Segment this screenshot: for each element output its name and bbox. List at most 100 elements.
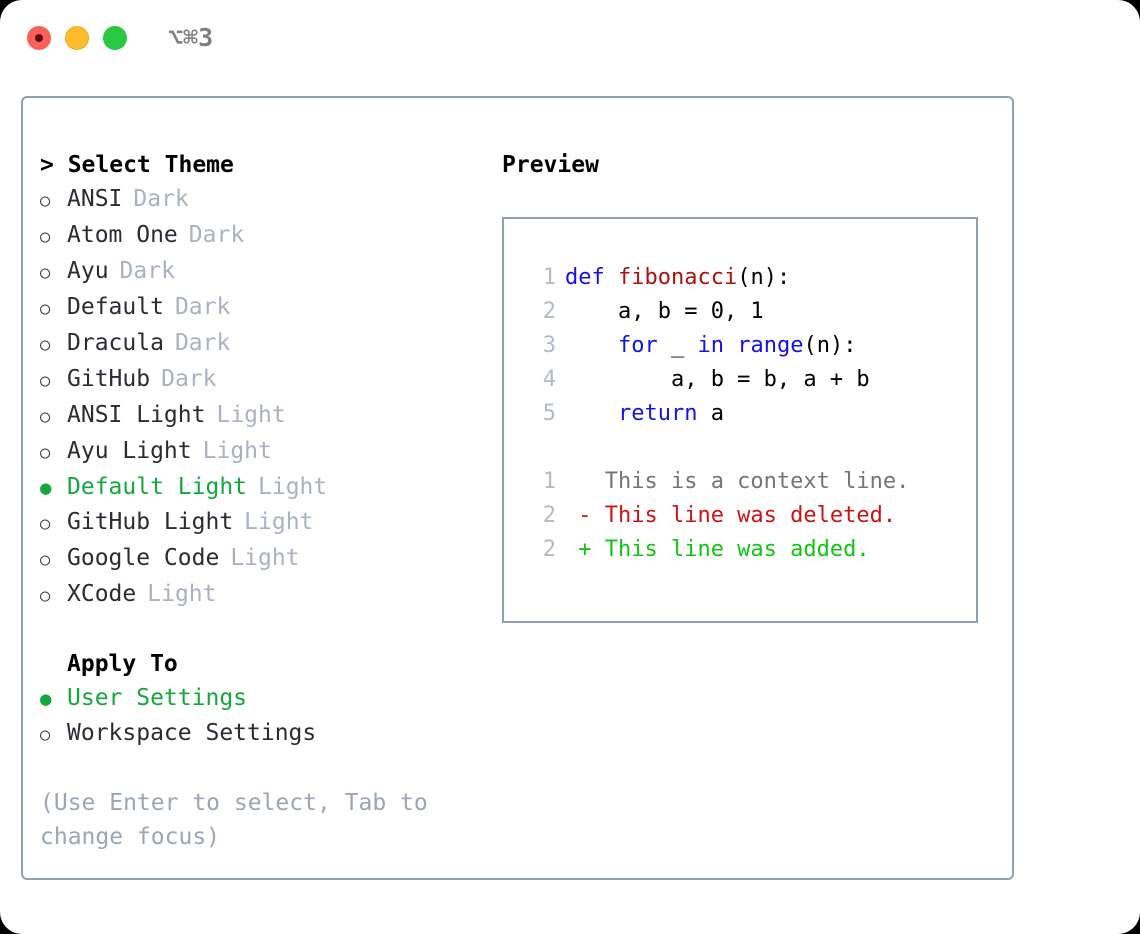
- line-number: 2: [542, 537, 556, 562]
- list-item-tag: Light: [216, 402, 286, 428]
- line-number: 3: [542, 333, 556, 358]
- code-line: 1 This is a context line.: [522, 465, 976, 499]
- line-number: 2: [542, 299, 556, 324]
- apply-to-header: Apply To: [67, 651, 178, 677]
- radio-unselected-icon: ○: [40, 586, 51, 606]
- code-token: a: [697, 401, 724, 426]
- code-token: range: [737, 333, 804, 358]
- radio-selected-icon: ●: [40, 477, 52, 499]
- zoom-button[interactable]: [103, 26, 127, 50]
- code-token: (n):: [803, 333, 857, 358]
- list-item[interactable]: ○Workspace Settings: [40, 716, 480, 752]
- apply-to-list: ● User Settings ○Workspace Settings: [40, 681, 480, 752]
- code-line: 2 + This line was added.: [522, 533, 976, 567]
- keyboard-hint: (Use Enter to select, Tab to change focu…: [40, 790, 428, 850]
- list-item-tag: Dark: [174, 330, 231, 356]
- code-token: - This line was deleted.: [565, 503, 897, 528]
- list-item[interactable]: ○ Dracula Dark: [40, 326, 480, 362]
- list-item-label: Default Light: [67, 474, 248, 500]
- radio-unselected-icon: ○: [40, 443, 51, 463]
- list-item-label: GitHub Light: [67, 509, 234, 535]
- radio-unselected-icon: ○: [40, 263, 51, 283]
- list-item-label: GitHub: [67, 366, 151, 392]
- code-token: def: [565, 265, 618, 290]
- list-item[interactable]: ○ GitHub Dark: [40, 362, 480, 398]
- line-number: 4: [542, 367, 556, 392]
- radio-unselected-icon: ○: [40, 371, 51, 391]
- code-token: (n):: [737, 265, 791, 290]
- code-token: in: [697, 333, 724, 358]
- code-token: [565, 329, 618, 363]
- list-item-label: Atom One: [67, 222, 178, 248]
- close-button[interactable]: [27, 26, 51, 50]
- list-item-label: User Settings: [67, 685, 248, 711]
- list-item[interactable]: ○ XCode Light: [40, 577, 480, 613]
- list-item[interactable]: ● User Settings: [40, 681, 480, 716]
- list-item[interactable]: ○ Default Dark: [40, 290, 480, 326]
- code-line: 1 def fibonacci(n):: [522, 261, 976, 295]
- list-item-tag: Light: [258, 474, 328, 500]
- radio-unselected-icon: ○: [40, 335, 51, 355]
- list-item-label: Ayu Light: [67, 438, 192, 464]
- list-item-tag: Dark: [161, 366, 217, 392]
- code-token: fibonacci: [617, 265, 738, 290]
- list-item-tag: Light: [244, 509, 314, 535]
- radio-selected-icon: ●: [40, 688, 52, 710]
- list-item-tag: Dark: [119, 258, 175, 284]
- radio-unselected-icon: ○: [40, 227, 51, 247]
- code-line: 2 - This line was deleted.: [522, 499, 976, 533]
- list-item-tag: Dark: [188, 222, 245, 248]
- list-item-tag: Dark: [174, 294, 231, 320]
- radio-unselected-icon: ○: [40, 514, 51, 534]
- list-item-tag: Light: [230, 545, 300, 571]
- diff-sample: 1 This is a context line.2 - This line w…: [522, 465, 976, 567]
- list-item-label: XCode: [67, 581, 137, 607]
- code-line: 3 for _ in range(n):: [522, 329, 976, 363]
- close-icon: [35, 34, 43, 42]
- list-item-label: Default: [67, 294, 164, 320]
- list-item-tag: Dark: [133, 186, 189, 212]
- code-token: for: [617, 333, 658, 358]
- code-token: a, b = b, a + b: [565, 367, 870, 392]
- code-diff-separator: [522, 431, 976, 465]
- keyboard-shortcut-label: ⌥⌘3: [168, 23, 214, 52]
- code-token: return: [617, 401, 698, 426]
- list-item[interactable]: ● Default Light Light: [40, 470, 480, 505]
- code-token: a, b = 0, 1: [565, 299, 764, 324]
- code-token: [724, 329, 737, 363]
- code-token: + This line was added.: [565, 537, 870, 562]
- list-item-label: Dracula: [67, 330, 164, 356]
- traffic-lights: [27, 26, 127, 50]
- list-item[interactable]: ○ ANSI Light Light: [40, 398, 480, 434]
- code-token: [565, 397, 618, 431]
- radio-unselected-icon: ○: [40, 299, 51, 319]
- list-item-tag: Light: [147, 581, 217, 607]
- list-item-label: ANSI Light: [67, 402, 206, 428]
- list-item[interactable]: ○ GitHub Light Light: [40, 505, 480, 541]
- window-titlebar: ⌥⌘3: [0, 0, 1140, 78]
- section-spacer: [40, 613, 480, 647]
- code-line: 4 a, b = b, a + b: [522, 363, 976, 397]
- line-number: 1: [542, 469, 556, 494]
- list-item[interactable]: ○ Atom One Dark: [40, 218, 480, 254]
- list-item-label: Ayu: [67, 258, 109, 284]
- preview-title: Preview: [502, 152, 599, 178]
- list-item[interactable]: ○ Ayu Dark: [40, 254, 480, 290]
- radio-unselected-icon: ○: [40, 550, 51, 570]
- radio-unselected-icon: ○: [40, 191, 51, 211]
- select-theme-header: > Select Theme: [40, 152, 234, 178]
- radio-unselected-icon: ○: [40, 407, 51, 427]
- line-number: 1: [542, 265, 556, 290]
- minimize-button[interactable]: [65, 26, 89, 50]
- list-item-label: Workspace Settings: [67, 720, 317, 746]
- code-token: This is a context line.: [565, 469, 910, 494]
